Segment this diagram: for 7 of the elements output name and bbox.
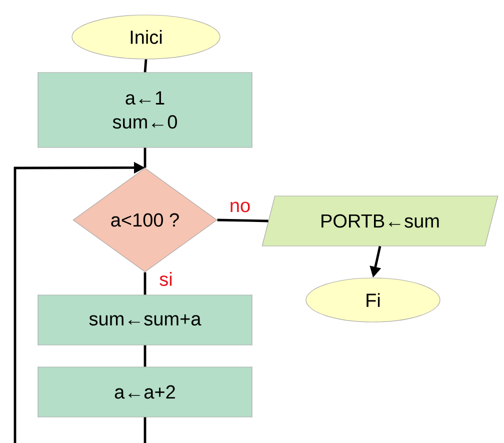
- process-box: a←a+2: [38, 366, 252, 418]
- process-box: sum←sum+a: [38, 294, 252, 346]
- edge-label: si: [158, 271, 174, 287]
- process-box: a←1 sum←0: [38, 72, 252, 148]
- arrow: [14, 162, 146, 443]
- edge-label: no: [228, 200, 252, 214]
- output-parallelogram: PORTB←sum: [262, 196, 498, 246]
